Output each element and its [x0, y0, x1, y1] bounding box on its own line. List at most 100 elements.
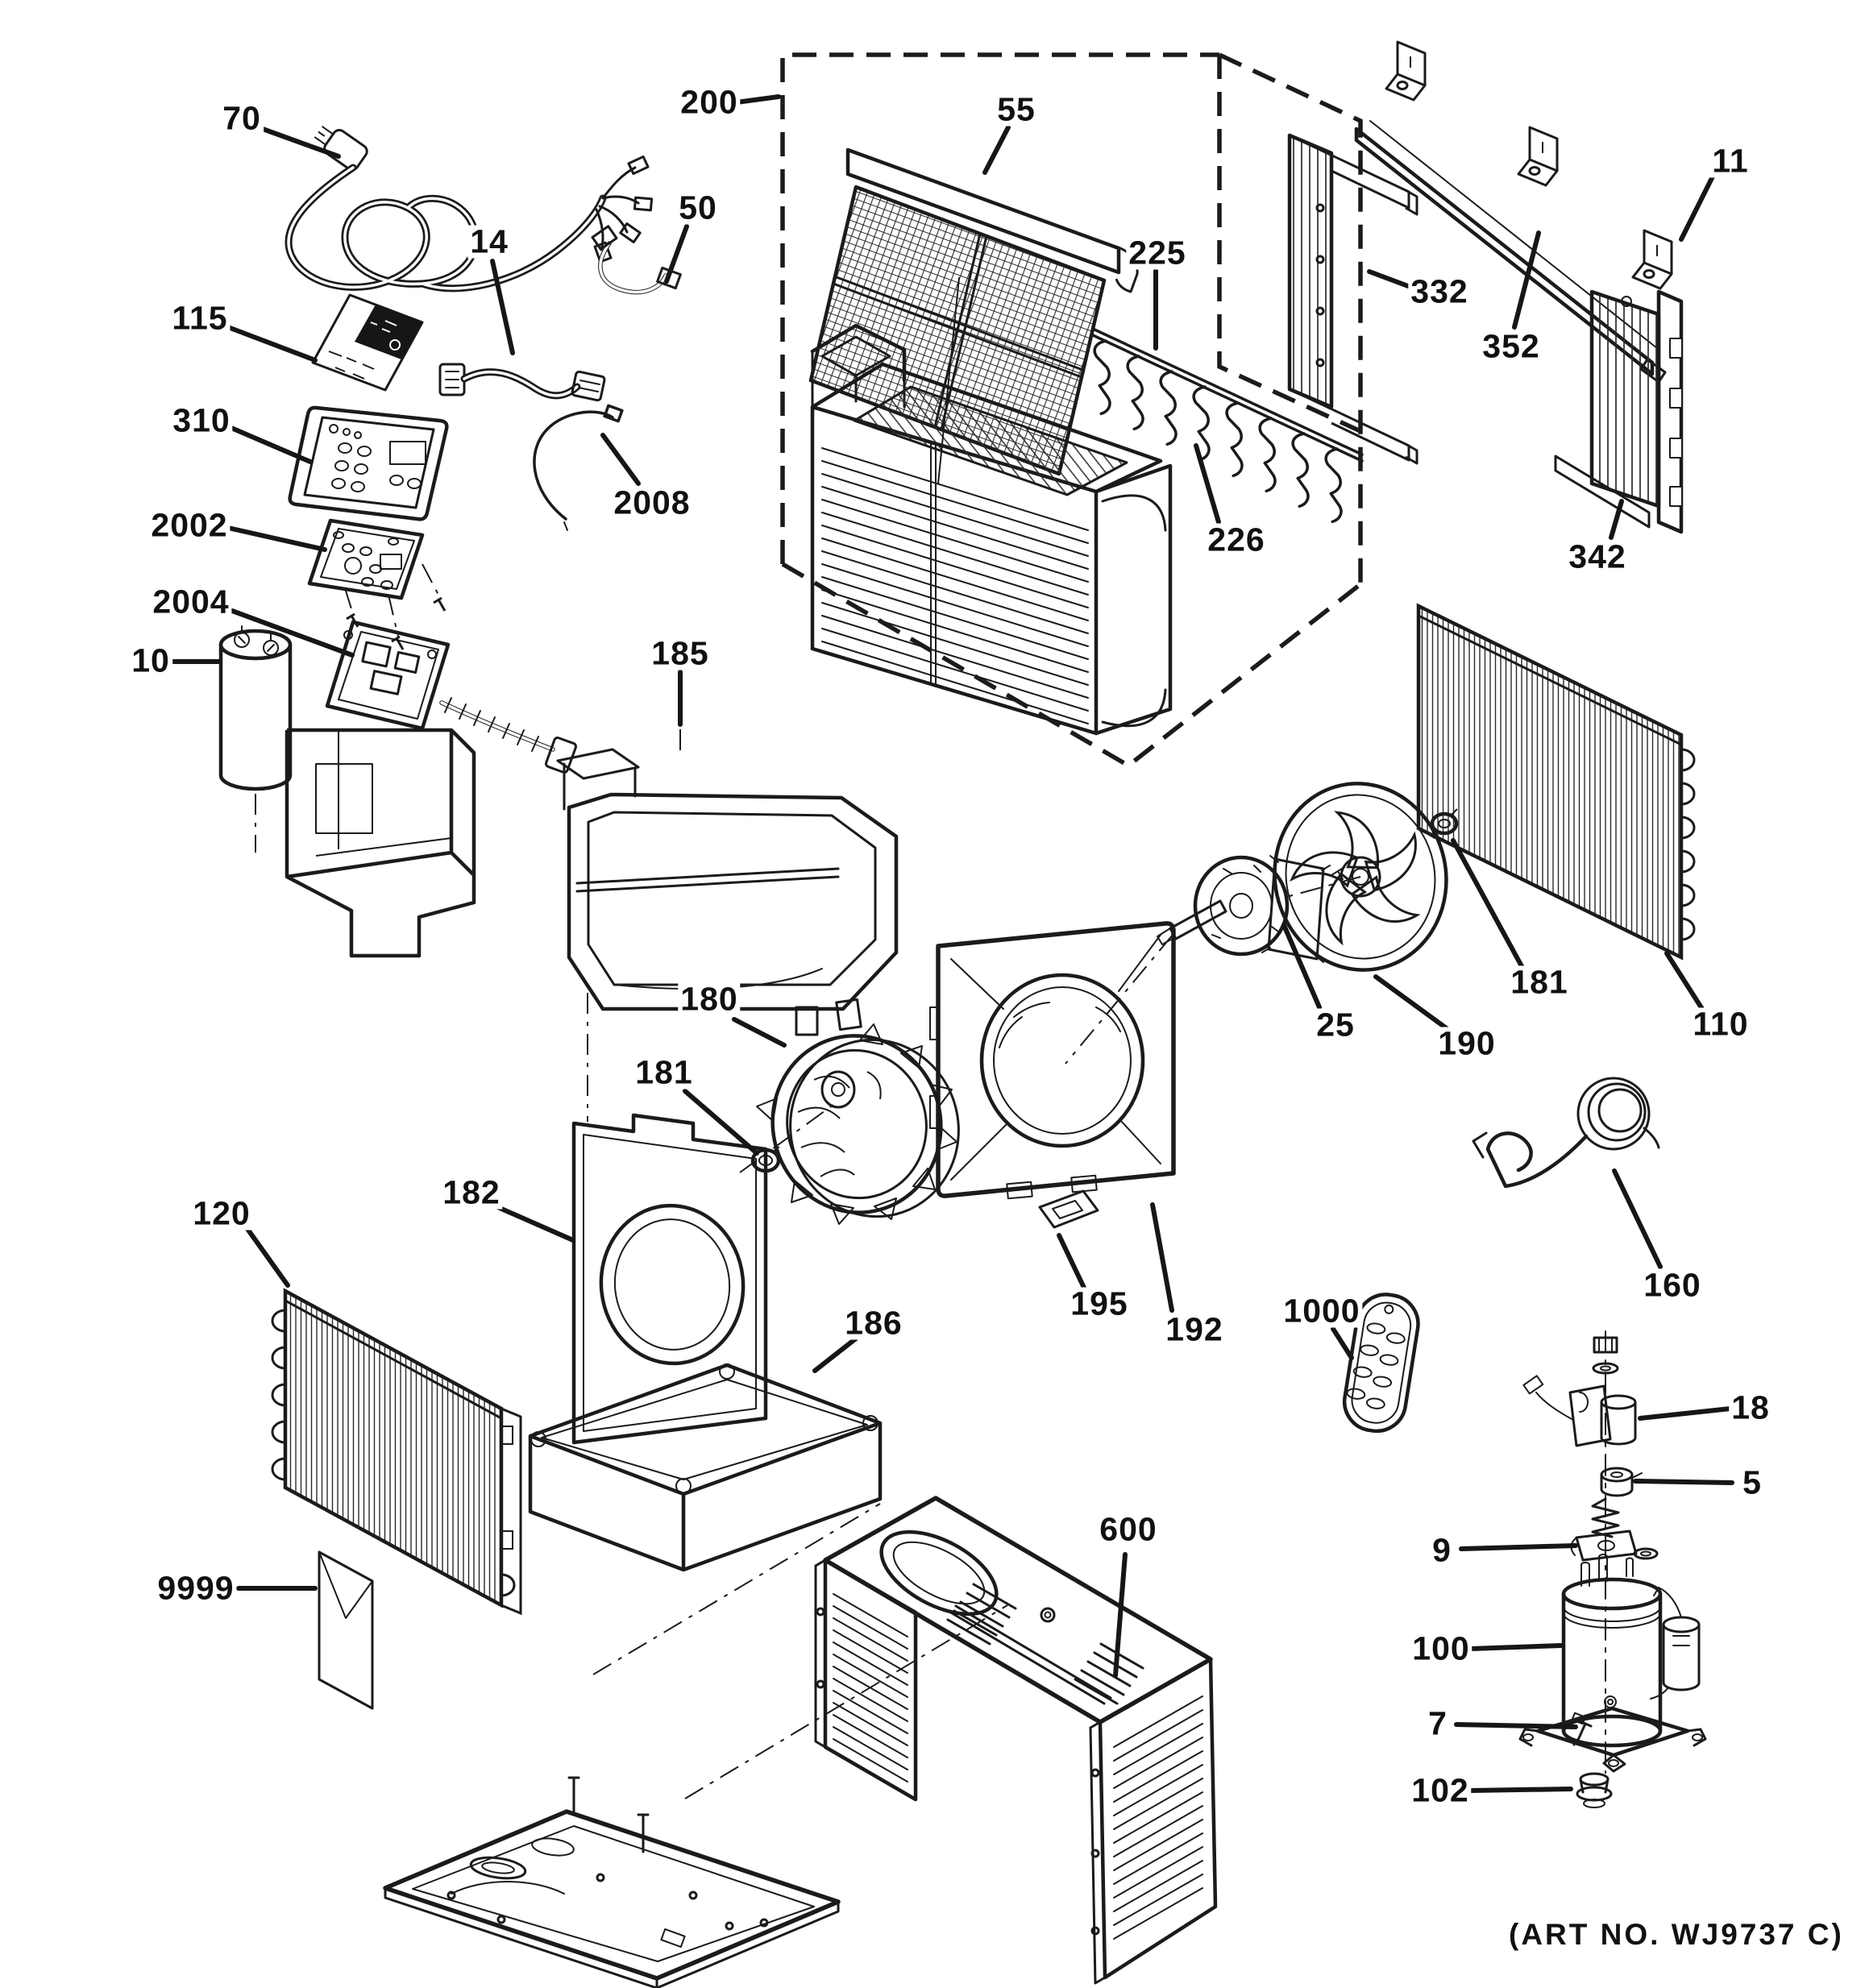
leader-line-342 — [1609, 499, 1624, 540]
leader-line-1000 — [1331, 1326, 1354, 1360]
part-callout-181: 181 — [633, 1056, 696, 1089]
part-callout-195: 195 — [1068, 1287, 1131, 1321]
control-box-bracket-drawing — [285, 728, 476, 958]
partition-panel-drawing — [571, 1113, 768, 1445]
part-callout-10: 10 — [129, 644, 172, 678]
part-callout-115: 115 — [169, 301, 231, 335]
part-callout-100: 100 — [1410, 1632, 1472, 1666]
fan-shroud-drawing — [929, 921, 1176, 1200]
fan-motor-drawing — [1157, 855, 1345, 963]
part-callout-25: 25 — [1314, 1008, 1357, 1042]
part-callout-225: 225 — [1126, 236, 1189, 270]
leader-line-55 — [982, 125, 1011, 175]
leader-line-190 — [1373, 974, 1450, 1031]
thermistor-wire-2008-drawing — [533, 404, 624, 531]
part-callout-342: 342 — [1566, 540, 1629, 574]
part-callout-200: 200 — [678, 85, 741, 119]
leader-line-50 — [664, 224, 689, 284]
part-callout-9: 9 — [1430, 1534, 1454, 1567]
shaft-clip-right-drawing — [1430, 808, 1459, 836]
leader-line-160 — [1612, 1168, 1663, 1269]
instructions-envelope-drawing — [318, 1550, 374, 1710]
side-curtain-332-drawing — [1287, 133, 1418, 465]
part-callout-50: 50 — [676, 191, 720, 225]
blower-wheel-drawing — [756, 1023, 960, 1225]
side-curtain-342-drawing — [1554, 289, 1684, 534]
part-callout-226: 226 — [1205, 523, 1268, 557]
part-callout-310: 310 — [170, 404, 233, 438]
part-callout-190: 190 — [1435, 1027, 1498, 1060]
leader-line-5 — [1633, 1479, 1734, 1485]
part-callout-2004: 2004 — [150, 585, 232, 619]
leader-line-115 — [226, 325, 318, 363]
leader-line-195 — [1057, 1233, 1086, 1290]
leader-line-2004 — [230, 608, 355, 658]
compressor-assembly-drawing — [1518, 1330, 1707, 1808]
part-callout-2002: 2002 — [148, 508, 231, 542]
leader-line-102 — [1467, 1787, 1573, 1793]
membrane-label-drawing — [311, 293, 424, 392]
part-callout-55: 55 — [995, 93, 1038, 127]
leader-line-352 — [1512, 230, 1541, 330]
drain-fitting-195-drawing — [1038, 1189, 1099, 1229]
leader-line-7 — [1454, 1722, 1578, 1729]
leader-line-14 — [490, 259, 515, 355]
part-callout-332: 332 — [1408, 275, 1471, 309]
part-callout-185: 185 — [649, 637, 712, 670]
part-callout-180: 180 — [678, 982, 741, 1016]
part-callout-9999: 9999 — [155, 1571, 237, 1605]
remote-control-drawing — [1342, 1293, 1420, 1434]
leader-line-332 — [1367, 269, 1410, 288]
mounting-brackets-11-drawing — [1385, 40, 1673, 290]
wiring-harness-drawing — [438, 363, 606, 402]
leader-line-200 — [734, 94, 781, 105]
part-callout-11: 11 — [1709, 144, 1751, 178]
part-callout-70: 70 — [220, 102, 264, 135]
alignment-centerlines — [255, 729, 1361, 1799]
leader-line-181 — [1451, 838, 1524, 969]
part-callout-18: 18 — [1729, 1391, 1772, 1425]
part-callout-182: 182 — [440, 1176, 503, 1210]
part-callout-352: 352 — [1480, 330, 1543, 363]
leader-line-100 — [1468, 1643, 1564, 1651]
part-callout-1000: 1000 — [1281, 1294, 1363, 1328]
part-callout-110: 110 — [1690, 1007, 1751, 1041]
part-callout-160: 160 — [1641, 1268, 1704, 1302]
condenser-fan-drawing — [1273, 782, 1448, 972]
capillary-sensor-drawing — [1472, 1077, 1660, 1189]
basin-box-drawing — [528, 1363, 883, 1572]
leader-line-70 — [260, 127, 341, 159]
vent-fins-drawing — [1091, 327, 1364, 524]
leader-line-2008 — [600, 433, 641, 486]
base-pan-drawing — [383, 1776, 841, 1988]
leader-line-11 — [1679, 174, 1715, 242]
dashed-enclosure-200 — [780, 52, 1363, 769]
part-callout-600: 600 — [1097, 1513, 1160, 1546]
part-callout-192: 192 — [1163, 1313, 1226, 1347]
leader-line-192 — [1150, 1202, 1174, 1313]
leader-line-181 — [683, 1089, 759, 1156]
leader-line-110 — [1664, 951, 1705, 1011]
leader-line-25 — [1281, 923, 1322, 1010]
leader-line-18 — [1638, 1406, 1733, 1421]
art-number: (ART NO. WJ9737 C) — [1509, 1918, 1844, 1951]
part-callout-181: 181 — [1508, 965, 1571, 999]
condenser-coil-drawing — [1416, 603, 1696, 961]
leader-line-180 — [732, 1017, 787, 1048]
part-callout-186: 186 — [842, 1306, 905, 1340]
leader-line-600 — [1113, 1552, 1128, 1678]
part-callout-5: 5 — [1740, 1466, 1764, 1500]
part-callout-120: 120 — [190, 1197, 253, 1231]
leader-line-9 — [1459, 1543, 1578, 1551]
leader-line-226 — [1194, 443, 1221, 525]
control-panel-drawing — [288, 405, 449, 521]
evaporator-coil-drawing — [271, 1288, 522, 1616]
part-callout-14: 14 — [467, 225, 511, 259]
air-duct-drawing — [556, 748, 899, 1036]
front-cabinet-drawing — [810, 277, 1173, 736]
leader-line-182 — [492, 1203, 575, 1243]
